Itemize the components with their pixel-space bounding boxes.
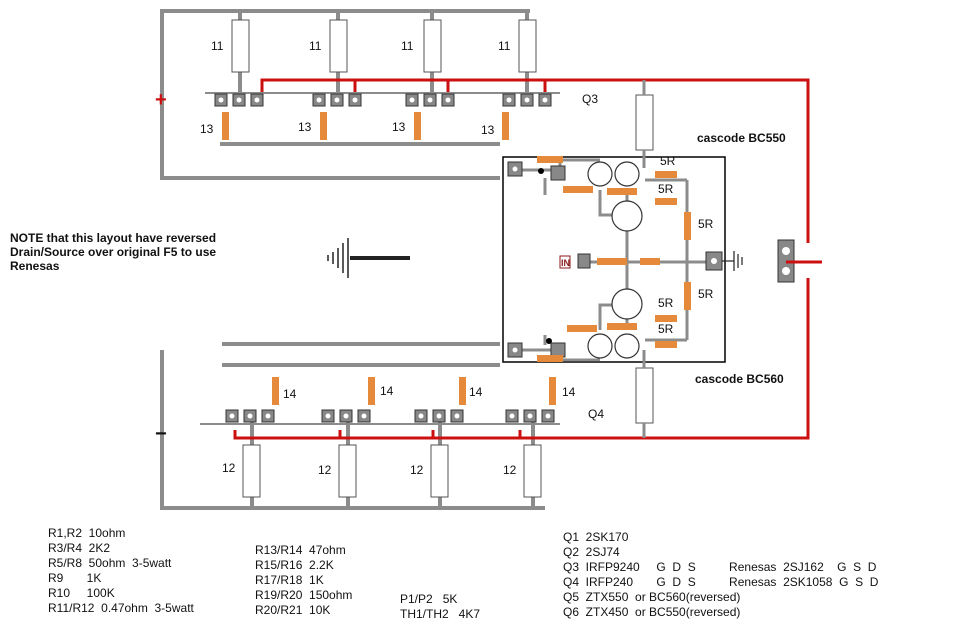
r11-label: 11 [498,39,511,53]
legend-line: R13/R14 47ohm [255,543,346,557]
legend-line: Q2 2SJ74 [563,545,620,559]
r13-label: 13 [481,123,495,137]
r14-label: 14 [469,385,483,399]
legend-line: Q5 ZTX550 or BC560(reversed) [563,590,741,604]
module-resistors [537,156,691,362]
r5-label: 5R [658,182,674,196]
q4-pad-row [200,409,560,425]
r12-labels: 12 12 12 12 [222,461,517,477]
r11-label: 11 [211,39,224,53]
cascode-top-label: cascode BC550 [697,131,786,145]
legend-line: Q1 2SK170 [563,530,629,544]
r12-label: 12 [410,463,424,477]
r11-label: 11 [309,39,322,53]
legend-line: Q4 IRFP240 G D S Renesas 2SK1058 G S D [563,575,879,589]
cascode-bottom-label: cascode BC560 [695,372,784,386]
input-label: IN [561,258,570,268]
r13-label: 13 [200,122,214,136]
legend-line: TH1/TH2 4K7 [400,607,481,621]
r5-label: 5R [698,217,714,231]
r14-label: 14 [380,384,394,398]
r13-label: 13 [392,120,406,134]
resistors-r14 [272,377,556,405]
q3-label: Q3 [582,92,598,106]
module-pad-holes [512,166,717,353]
output-connector [777,239,808,283]
parts-legend-resistors-1: R1,R2 10ohm R3/R4 2K2 R5/R8 50ohm 3-5wat… [48,526,194,616]
r5-label: 5R [658,296,674,310]
r14-labels: 14 14 14 14 [283,384,576,401]
r5-label: 5R [660,154,676,168]
note-line: Renesas [10,259,60,273]
note-line: Drain/Source over original F5 to use [10,245,217,259]
legend-line: Q3 IRFP9240 G D S Renesas 2SJ162 G S D [563,560,877,574]
r5-label: 5R [658,322,674,336]
q3-pad-row [205,92,560,107]
module-transistors [587,161,643,359]
module-ground-icon [722,251,743,271]
resistors-r12 [242,444,542,498]
legend-line: R3/R4 2K2 [48,541,111,555]
input-marker: IN [559,255,571,269]
r12-label: 12 [503,463,517,477]
positive-rail-label: + [155,89,167,111]
legend-line: R5/R8 50ohm 3-5watt [48,556,172,570]
legend-line: R9 1K [48,571,102,585]
legend-line: R15/R16 2.2K [255,558,334,572]
r13-label: 13 [298,120,312,134]
q4-label: Q4 [588,407,604,421]
legend-line: R19/R20 150ohm [255,588,353,602]
r11-labels: 11 11 11 11 [211,39,511,53]
negative-rail-label: − [155,423,167,445]
legend-line: R17/R18 1K [255,573,324,587]
parts-legend-transistors: Q1 2SK170 Q2 2SJ74 Q3 IRFP9240 G D S Ren… [563,530,878,620]
r12-label: 12 [222,461,236,475]
legend-line: Q6 ZTX450 or BC550(reversed) [563,605,741,619]
legend-line: R1,R2 10ohm [48,526,126,540]
resistors-r13 [222,112,509,140]
r14-label: 14 [562,385,576,399]
parts-legend-resistors-2: R13/R14 47ohm R15/R16 2.2K R17/R18 1K R1… [255,543,352,618]
note-line: NOTE that this layout have reversed [10,231,217,245]
resistors-r11 [231,19,537,73]
module-junctions [538,168,552,344]
legend-line: R10 100K [48,586,115,600]
legend-line: R11/R12 0.47ohm 3-5watt [48,601,194,615]
r13-labels: 13 13 13 13 [200,120,495,137]
front-end-module-outline [502,156,726,363]
parts-legend-pots: P1/P2 5K TH1/TH2 4K7 [400,592,480,622]
legend-line: R20/R21 10K [255,603,331,617]
r12-label: 12 [318,463,332,477]
r14-label: 14 [283,387,297,401]
r5-labels: 5R 5R 5R 5R 5R 5R [658,154,714,336]
layout-note: NOTE that this layout have reversed Drai… [10,231,216,273]
r11-label: 11 [401,39,414,53]
legend-line: P1/P2 5K [400,592,458,606]
ground-icon [327,238,410,278]
r5-label: 5R [698,287,714,301]
